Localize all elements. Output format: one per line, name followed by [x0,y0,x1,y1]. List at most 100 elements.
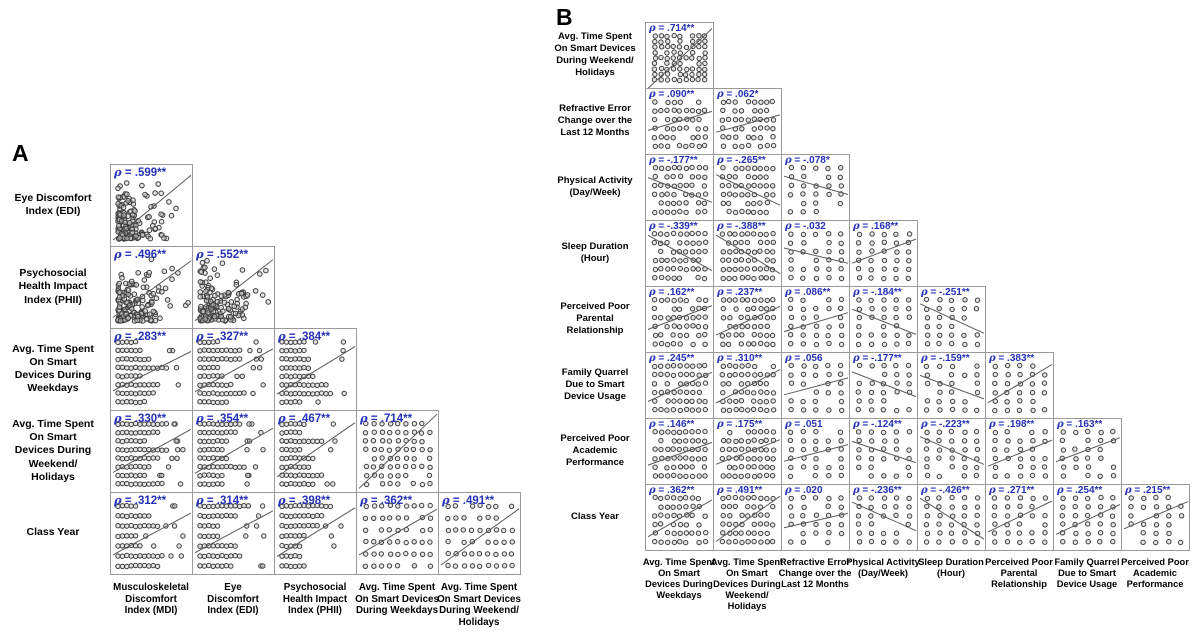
panel-a-cell-r3c0: ρ = .330** [110,410,193,493]
panel-a-cell-r4c0: ρ = .312** [110,492,193,575]
rho-label: ρ = .491** [717,485,762,496]
scatter-plot [276,502,356,570]
scatter-plot [783,428,849,480]
rho-symbol: ρ [360,493,368,507]
fit-line [276,346,356,395]
panel-b-cell-r2c2: ρ = -.078* [781,154,850,221]
rho-value: = .491** [449,495,495,507]
rho-label: ρ = -.159** [921,353,970,364]
rho-value: = .198** [995,419,1035,430]
rho-label: ρ = .398** [278,493,330,507]
scatter-plot [851,231,917,282]
rho-symbol: ρ [717,221,724,232]
scatter-plot [715,428,781,480]
rho-value: = .086** [791,287,831,298]
fit-line [783,247,849,264]
rho-value: = .163** [1063,419,1103,430]
scatter-plot [715,362,781,414]
rho-value: = .330** [121,413,167,425]
rho-symbol: ρ [649,221,656,232]
rho-value: = .237** [723,287,763,298]
panel-a-cell-r1c0: ρ = .496** [110,246,193,329]
panel-b-cell-r5c2: ρ = .056 [781,352,850,419]
fit-line [194,348,274,393]
scatter-plot [647,362,713,414]
rho-symbol: ρ [114,329,122,343]
panel-b-cell-r4c0: ρ = .162** [645,286,714,353]
fit-line [358,508,438,556]
panel-a-cell-r2c2: ρ = .384** [274,328,357,411]
scatter-plot [440,502,520,570]
panel-b-col-label-0: Avg. Time Spent On Smart Devices During … [642,557,716,600]
scatter-plot [715,230,781,282]
rho-symbol: ρ [717,287,724,298]
panel-a-cell-r4c3: ρ = .362** [356,492,439,575]
scatter-plot [851,495,917,545]
rho-label: ρ = .271** [989,485,1034,496]
rho-label: ρ = .056 [785,353,823,364]
rho-label: ρ = .383** [989,353,1034,364]
rho-value: = .051 [791,419,823,430]
fit-line [647,110,713,131]
scatter-plot [358,413,438,489]
panel-a-col-label-3: Avg. Time Spent On Smart Devices During … [355,582,439,617]
rho-symbol: ρ [785,155,792,166]
fit-line [783,444,849,462]
panel-a-cell-r3c1: ρ = .354** [192,410,275,493]
scatter-plot [987,429,1053,479]
rho-symbol: ρ [921,485,928,496]
rho-symbol: ρ [649,89,656,100]
rho-label: ρ = .714** [649,23,694,34]
fit-line [440,508,520,566]
panel-b-cell-r6c2: ρ = .051 [781,418,850,485]
panel-b-cell-r4c2: ρ = .086** [781,286,850,353]
panel-b-cell-r6c4: ρ = -.223** [917,418,986,485]
fit-line [112,174,192,241]
rho-symbol: ρ [785,287,792,298]
scatter-plot [647,428,713,480]
rho-symbol: ρ [853,485,860,496]
rho-label: ρ = -.251** [921,287,970,298]
rho-symbol: ρ [921,287,928,298]
panel-b-col-label-3: Physical Activity (Day/Week) [846,557,920,578]
panel-b-col-label-4: Sleep Duration (Hour) [918,557,984,578]
panel-a-cell-r2c0: ρ = .283** [110,328,193,411]
rho-value: = -.177** [859,353,902,364]
fit-line [851,371,917,398]
scatter-plot [851,429,917,479]
scatter-plot [851,362,917,414]
panel-b-cell-r0c0: ρ = .714** [645,22,714,89]
rho-value: = .599** [121,167,167,179]
fit-line [276,507,356,557]
rho-value: = .245** [655,353,695,364]
rho-symbol: ρ [649,155,656,166]
rho-label: ρ = -.177** [649,155,698,166]
fit-line [851,501,917,532]
fit-line [783,512,849,529]
rho-label: ρ = .215** [1125,485,1170,496]
panel-a-col-label-4: Avg. Time Spent On Smart Devices During … [437,582,521,628]
panel-b-cell-r7c3: ρ = -.236** [849,484,918,551]
rho-value: = -.223** [927,419,970,430]
scatter-plot [851,297,917,348]
rho-label: ρ = -.177** [853,353,902,364]
rho-value: = .283** [121,331,167,343]
panel-b-cell-r6c1: ρ = .175** [713,418,782,485]
panel-a-row-label-4: Class Year [26,526,80,539]
panel-b-cell-r6c5: ρ = .198** [985,418,1054,485]
fit-line [987,364,1053,404]
scatter-plot [647,164,713,216]
panel-b-cell-r1c0: ρ = .090** [645,88,714,155]
rho-symbol: ρ [921,353,928,364]
scatter-plot [919,494,985,546]
scatter-plot [715,165,781,216]
rho-value: = .215** [1131,485,1171,496]
panel-b-cell-r4c3: ρ = -.184** [849,286,918,353]
fit-line [919,374,985,400]
rho-symbol: ρ [278,329,286,343]
rho-value: = .168** [859,221,899,232]
scatter-plot [783,494,849,546]
rho-value: = .467** [285,413,331,425]
rho-symbol: ρ [717,419,724,430]
rho-value: = .714** [367,413,413,425]
